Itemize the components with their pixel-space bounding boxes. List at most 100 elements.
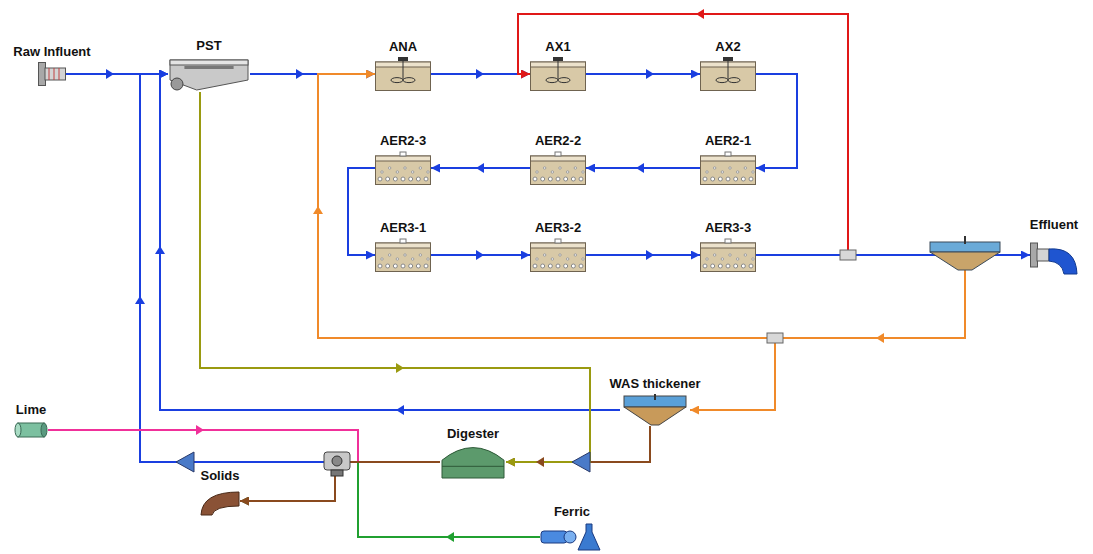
- process-tank: AER2-3: [375, 151, 431, 185]
- tank-rim: [531, 156, 586, 161]
- process-tank: AX1: [530, 57, 586, 91]
- unit-icon: [168, 56, 250, 92]
- air-bubble: [393, 264, 397, 268]
- pipe-flange: [1031, 243, 1038, 267]
- flow-arrow: [476, 250, 484, 260]
- unit-icon: [700, 151, 756, 185]
- feeder-end: [41, 423, 47, 437]
- process-tank: ANA: [375, 57, 431, 91]
- flow-line: [586, 254, 700, 256]
- unit-icon: [530, 238, 586, 272]
- blower-stub: [555, 239, 561, 243]
- mixer-blade: [391, 78, 403, 83]
- air-bubble: [533, 264, 537, 268]
- unit-icon: [375, 57, 431, 91]
- air-bubble: [381, 171, 383, 173]
- air-bubble: [416, 177, 420, 181]
- node-label: Raw Influent: [13, 44, 90, 59]
- air-bubble: [574, 167, 576, 169]
- air-bubble: [571, 264, 575, 268]
- process-unit: Effluent: [1030, 235, 1078, 275]
- air-bubble: [378, 264, 382, 268]
- unit-icon: [530, 57, 586, 91]
- feeder-end: [15, 423, 21, 437]
- air-bubble: [574, 254, 576, 256]
- air-bubble: [427, 258, 429, 260]
- unit-icon: [375, 238, 431, 272]
- air-bubble: [744, 254, 746, 256]
- process-unit: Lime: [14, 420, 48, 440]
- solids-chute: [201, 492, 239, 515]
- air-bubble: [566, 171, 568, 173]
- outfall-stream: [1049, 249, 1077, 274]
- flow-line: [140, 74, 440, 462]
- flow-line: [48, 430, 358, 501]
- air-bubble: [543, 254, 545, 256]
- chemical-flask: [578, 524, 600, 550]
- air-bubble: [579, 264, 583, 268]
- unit-icon: [620, 394, 690, 426]
- tank-body: [531, 62, 586, 91]
- node-label: Effluent: [1030, 217, 1078, 232]
- process-unit: Digester: [440, 444, 506, 480]
- air-bubble: [734, 264, 738, 268]
- mixer-blade: [546, 78, 558, 83]
- mixer-motor: [723, 57, 733, 61]
- flow-arrow: [476, 69, 484, 79]
- flow-arrow: [446, 532, 454, 542]
- mixer-shaft: [558, 61, 559, 79]
- air-bubble: [386, 264, 390, 268]
- node-label: Solids: [200, 468, 239, 483]
- flow-line: [586, 73, 700, 75]
- air-bubble: [571, 177, 575, 181]
- air-bubble: [749, 264, 753, 268]
- unit-icon: [530, 151, 586, 185]
- air-bubble: [703, 177, 707, 181]
- pipe-body: [1037, 249, 1049, 261]
- air-bubble: [744, 167, 746, 169]
- tank-rim: [531, 243, 586, 248]
- pump-head: [564, 531, 576, 543]
- air-bubble: [564, 177, 568, 181]
- dewatering-unit: [324, 452, 350, 476]
- mixer-blade: [558, 78, 570, 83]
- process-tank: AER2-2: [530, 151, 586, 185]
- blower-stub: [725, 239, 731, 243]
- air-bubble: [551, 258, 553, 260]
- air-bubble: [703, 264, 707, 268]
- flow-arrow: [696, 9, 704, 19]
- air-bubble: [409, 177, 413, 181]
- thickener-drive: [654, 394, 656, 400]
- air-bubble: [726, 264, 730, 268]
- dewatering-body: [324, 452, 350, 470]
- air-bubble: [718, 264, 722, 268]
- air-bubble: [386, 177, 390, 181]
- unit-icon: [14, 420, 48, 440]
- mixer-blade: [403, 78, 415, 83]
- air-bubble: [424, 177, 428, 181]
- air-bubble: [721, 171, 723, 173]
- clarifier-drive: [964, 236, 966, 244]
- process-tank: AX2: [700, 57, 756, 91]
- process-unit: PST: [168, 56, 250, 92]
- node-label: AER2-3: [380, 133, 426, 148]
- air-bubble: [409, 264, 413, 268]
- air-bubble: [548, 177, 552, 181]
- process-unit: WAS thickener: [620, 394, 690, 426]
- process-unit: Solids: [200, 486, 240, 516]
- flow-arrow: [646, 69, 654, 79]
- unit-icon: [700, 238, 756, 272]
- feeder-body: [18, 423, 44, 437]
- air-bubble: [411, 171, 413, 173]
- air-bubble: [752, 171, 754, 173]
- air-bubble: [388, 167, 390, 169]
- air-bubble: [729, 254, 731, 256]
- node-label: AER2-2: [535, 133, 581, 148]
- unit-icon: [200, 486, 240, 516]
- clarifier-rim: [170, 60, 248, 65]
- node-label: Digester: [447, 426, 499, 441]
- air-bubble: [543, 167, 545, 169]
- unit-icon: [38, 62, 66, 86]
- air-bubble: [559, 254, 561, 256]
- tank-body: [376, 62, 431, 91]
